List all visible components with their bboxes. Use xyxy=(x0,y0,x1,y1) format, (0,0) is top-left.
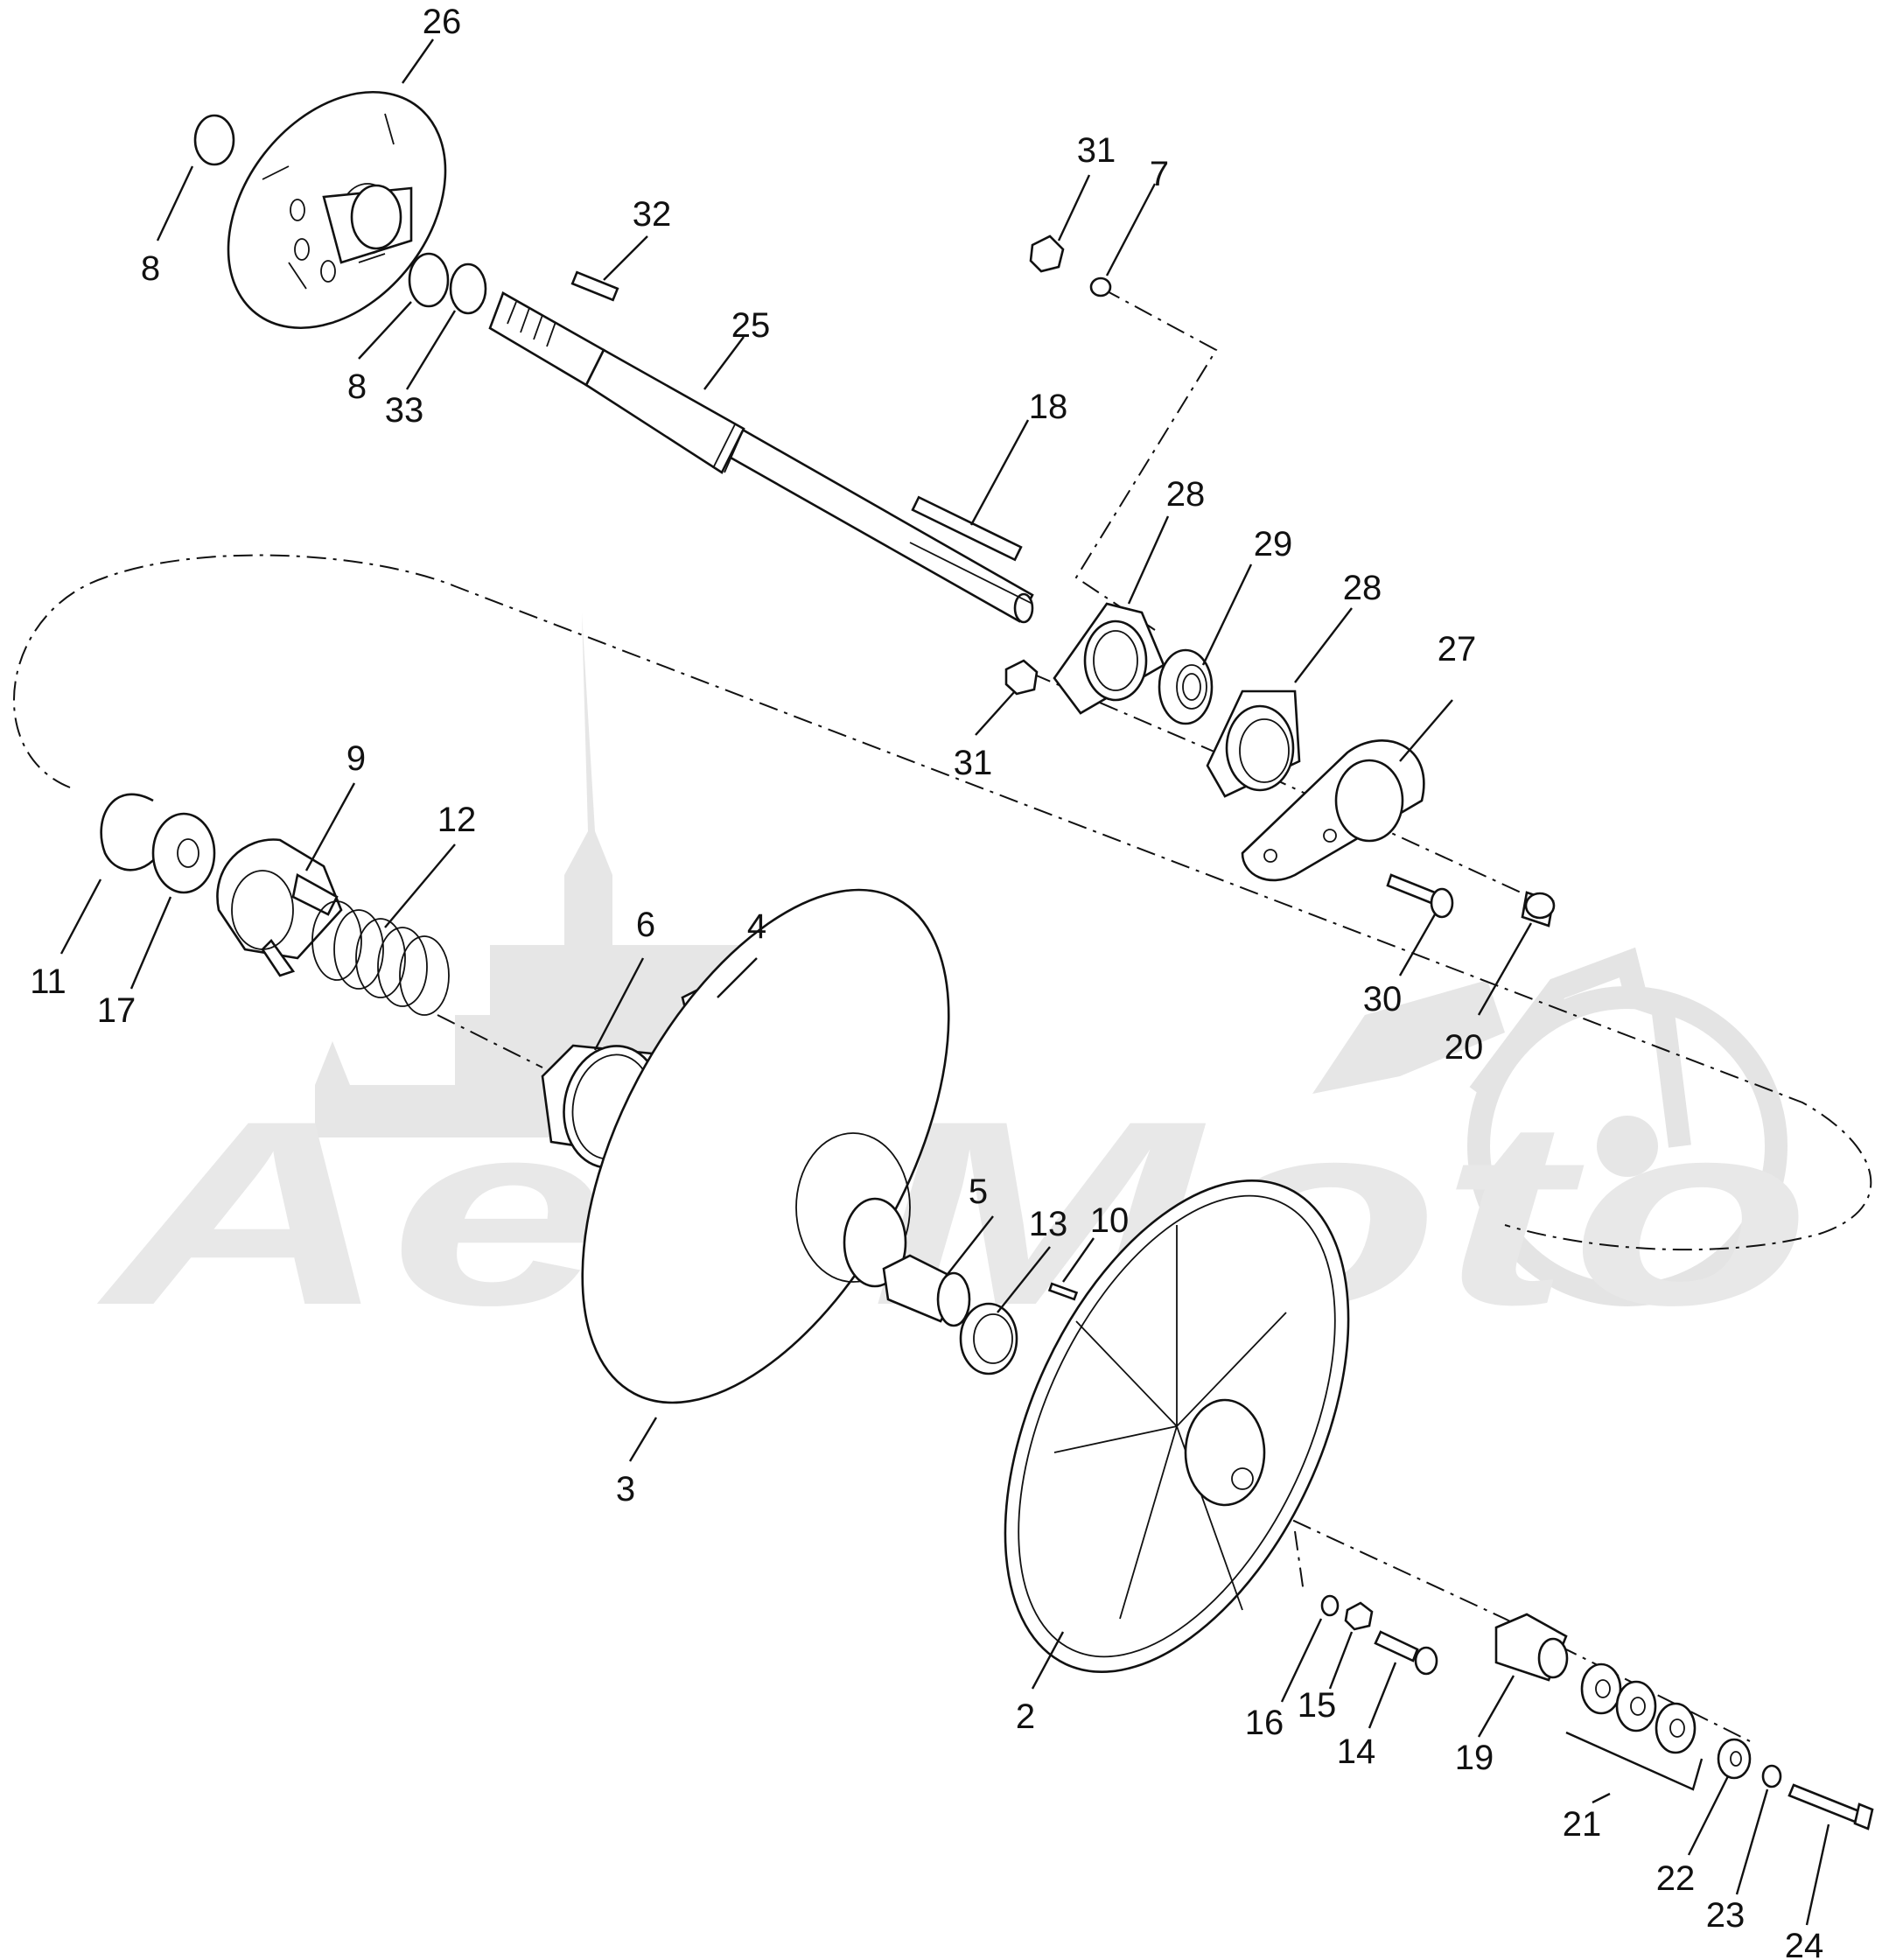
callout-26: 26 xyxy=(423,3,462,41)
callout-19: 19 xyxy=(1455,1739,1494,1777)
part-31-nut-lower xyxy=(1004,659,1039,696)
callout-17: 17 xyxy=(97,991,136,1030)
part-25-shaft xyxy=(488,291,1034,624)
part-16-washer xyxy=(1320,1594,1340,1617)
callout-28-first: 28 xyxy=(1166,475,1206,514)
part-8-o-ring-lower xyxy=(408,252,450,308)
callout-32: 32 xyxy=(633,195,672,234)
callout-25: 25 xyxy=(731,306,771,345)
axis-line-lower xyxy=(1259,1504,1751,1742)
part-30-screw xyxy=(1386,873,1454,919)
watermark: AeriMoto xyxy=(93,612,1811,1360)
callout-29: 29 xyxy=(1254,525,1293,564)
callout-16: 16 xyxy=(1245,1704,1284,1742)
part-32-key xyxy=(570,270,619,302)
callout-3: 3 xyxy=(616,1470,635,1508)
callout-14: 14 xyxy=(1337,1732,1376,1771)
callout-10: 10 xyxy=(1090,1201,1130,1240)
watermark-church-silhouette xyxy=(315,612,787,1138)
callout-23: 23 xyxy=(1706,1896,1746,1935)
part-26-disc xyxy=(227,90,447,330)
part-17-washer xyxy=(151,812,216,894)
callout-27: 27 xyxy=(1438,630,1477,668)
part-28-bearing-flange-1 xyxy=(1053,602,1165,715)
callout-18: 18 xyxy=(1029,388,1068,426)
callout-6: 6 xyxy=(636,906,655,944)
part-5-bushing xyxy=(882,1254,971,1327)
part-20-spacer xyxy=(1521,891,1556,928)
part-31-nut-top xyxy=(1029,234,1065,273)
belt-outline xyxy=(13,554,1872,1251)
part-14-screw xyxy=(1374,1630,1438,1676)
callout-22: 22 xyxy=(1656,1859,1696,1898)
part-10-pin xyxy=(1047,1282,1079,1301)
callout-9: 9 xyxy=(346,739,366,778)
callout-5: 5 xyxy=(969,1172,988,1211)
callout-31-top: 31 xyxy=(1077,131,1116,170)
part-22-washer xyxy=(1717,1738,1752,1780)
part-33-o-ring xyxy=(449,262,487,315)
part-27-mounting-plate xyxy=(1241,739,1425,882)
part-9-cam xyxy=(216,838,343,977)
part-28-bearing-flange-2 xyxy=(1206,690,1301,798)
callout-7: 7 xyxy=(1150,155,1169,193)
fastener-path-line xyxy=(1074,288,1218,631)
callout-12: 12 xyxy=(437,801,477,839)
callout-13: 13 xyxy=(1029,1205,1068,1243)
part-29-bearing xyxy=(1158,648,1214,725)
part-23-washer xyxy=(1761,1764,1782,1788)
part-7-washer xyxy=(1089,276,1112,298)
callout-20: 20 xyxy=(1445,1028,1484,1067)
part-2-pulley xyxy=(1004,1180,1350,1673)
fastener-drop-line xyxy=(1294,1530,1305,1593)
part-3-sheave xyxy=(581,888,950,1404)
part-11-retaining-ring xyxy=(100,793,168,872)
callout-15: 15 xyxy=(1298,1686,1337,1725)
callout-8-top: 8 xyxy=(141,249,160,288)
part-21-shims xyxy=(1565,1662,1704,1791)
leader-lines xyxy=(59,38,1830,1926)
callout-30: 30 xyxy=(1363,980,1403,1018)
callout-24: 24 xyxy=(1785,1927,1824,1960)
callout-21: 21 xyxy=(1563,1805,1602,1844)
callout-31-lower: 31 xyxy=(954,744,993,782)
part-18-key xyxy=(911,495,1023,562)
callout-labels: 26 8 8 33 32 25 31 7 18 28 29 28 27 31 9… xyxy=(30,3,1823,1960)
callout-8-lower: 8 xyxy=(347,368,367,406)
callout-33: 33 xyxy=(385,391,424,430)
part-13-washer xyxy=(959,1302,1018,1376)
callout-28-second: 28 xyxy=(1343,569,1382,607)
callout-4: 4 xyxy=(747,907,766,946)
callout-2: 2 xyxy=(1016,1698,1035,1736)
part-24-screw xyxy=(1788,1783,1874,1830)
part-15-nut xyxy=(1344,1601,1374,1631)
callout-11: 11 xyxy=(30,962,66,1001)
part-19-roller xyxy=(1494,1613,1569,1682)
part-8-o-ring-top xyxy=(193,114,235,166)
part-12-spring xyxy=(311,900,450,1016)
watermark-motorcycle-silhouette xyxy=(1312,947,1788,1306)
